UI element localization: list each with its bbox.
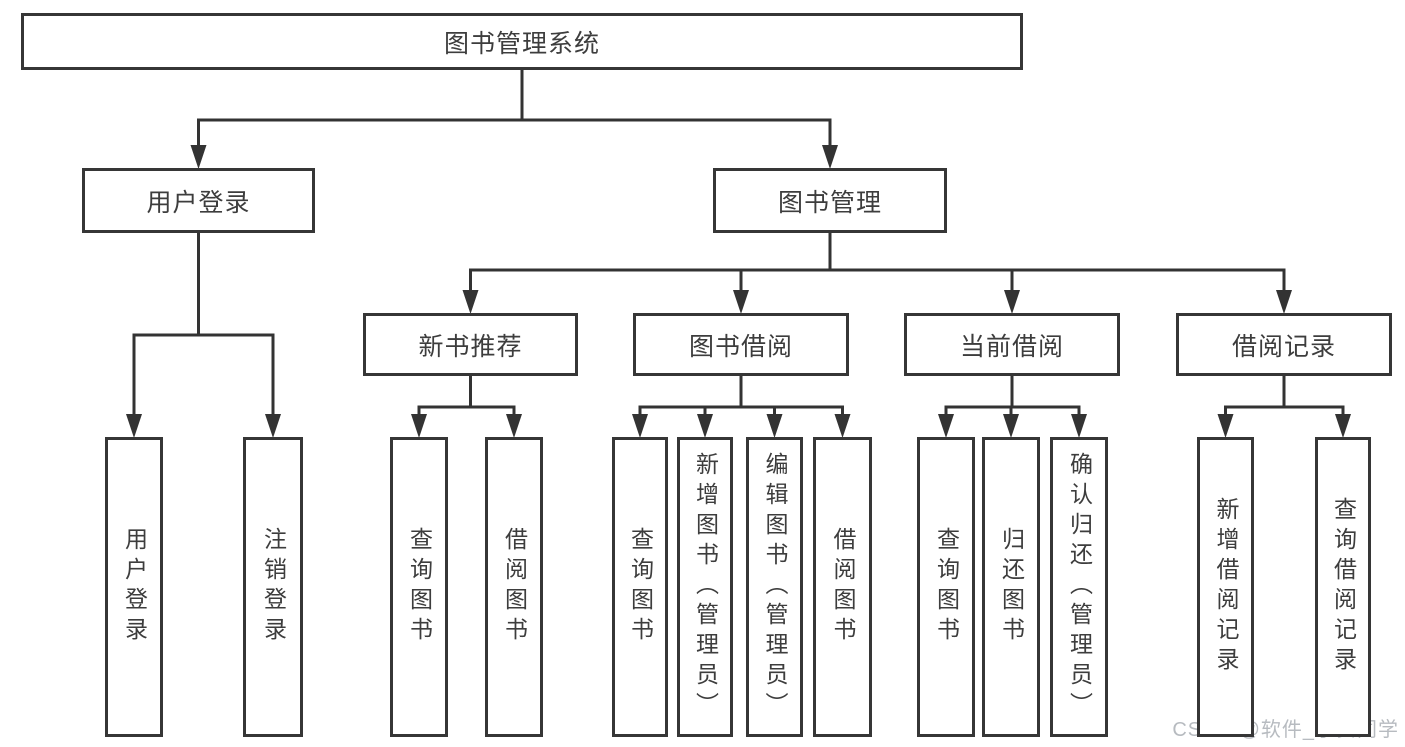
node-leaf-user-login-label: 用户登录 (121, 527, 148, 647)
node-new-book-rec: 新书推荐 (363, 313, 578, 376)
node-leaf-logout: 注销登录 (243, 437, 303, 737)
node-leaf-user-login: 用户登录 (105, 437, 163, 737)
node-cb-return-label: 归还图书 (998, 527, 1025, 647)
node-br-add-label: 新增借阅记录 (1213, 497, 1239, 677)
node-bb-query-label: 查询图书 (627, 527, 654, 647)
arrowhead-icon (697, 414, 713, 438)
node-nb-query-label: 查询图书 (406, 527, 433, 647)
arrowhead-icon (411, 414, 427, 438)
arrowhead-icon (506, 414, 522, 438)
node-bb-query: 查询图书 (612, 437, 668, 737)
arrowhead-icon (822, 145, 838, 169)
arrowhead-icon (938, 414, 954, 438)
arrowhead-icon (632, 414, 648, 438)
node-root-label: 图书管理系统 (443, 29, 600, 58)
arrowhead-icon (1004, 290, 1020, 314)
arrowhead-icon (190, 145, 207, 169)
node-current-borrow: 当前借阅 (904, 313, 1120, 376)
arrowhead-icon (265, 414, 281, 438)
node-book-borrow-label: 图书借阅 (688, 332, 793, 361)
node-leaf-logout-label: 注销登录 (260, 527, 287, 647)
node-nb-borrow: 借阅图书 (485, 437, 543, 737)
arrowhead-icon (766, 414, 783, 438)
node-current-borrow-label: 当前借阅 (959, 332, 1064, 361)
node-nb-borrow-label: 借阅图书 (501, 527, 528, 647)
node-book-borrow: 图书借阅 (633, 313, 849, 376)
node-cb-query: 查询图书 (917, 437, 975, 737)
node-borrow-records: 借阅记录 (1176, 313, 1392, 376)
node-root: 图书管理系统 (21, 13, 1023, 70)
arrowhead-icon (834, 414, 851, 438)
arrowhead-icon (1217, 414, 1234, 438)
arrowhead-icon (462, 290, 479, 314)
node-bb-borrow-label: 借阅图书 (830, 527, 856, 647)
node-cb-confirm: 确认归还（管理员） (1050, 437, 1108, 737)
arrowhead-icon (1335, 414, 1351, 438)
arrowhead-icon (1003, 414, 1019, 438)
arrowhead-icon (1071, 414, 1087, 438)
node-br-query: 查询借阅记录 (1315, 437, 1371, 737)
node-bb-add: 新增图书（管理员） (677, 437, 733, 737)
node-user-login: 用户登录 (82, 168, 315, 233)
node-nb-query: 查询图书 (390, 437, 448, 737)
node-user-login-label: 用户登录 (146, 188, 251, 217)
node-bb-edit: 编辑图书（管理员） (746, 437, 803, 737)
node-new-book-rec-label: 新书推荐 (418, 332, 523, 361)
node-br-query-label: 查询借阅记录 (1330, 497, 1357, 677)
arrowhead-icon (733, 290, 749, 314)
node-book-mgmt: 图书管理 (713, 168, 947, 233)
node-bb-borrow: 借阅图书 (813, 437, 872, 737)
node-cb-return: 归还图书 (982, 437, 1040, 737)
arrowhead-icon (126, 414, 142, 438)
node-book-mgmt-label: 图书管理 (777, 188, 882, 217)
arrowhead-icon (1276, 290, 1292, 314)
node-bb-edit-label: 编辑图书（管理员） (762, 452, 788, 722)
node-borrow-records-label: 借阅记录 (1231, 332, 1336, 361)
node-br-add: 新增借阅记录 (1197, 437, 1254, 737)
node-cb-query-label: 查询图书 (933, 527, 960, 647)
node-bb-add-label: 新增图书（管理员） (692, 452, 719, 722)
node-cb-confirm-label: 确认归还（管理员） (1066, 452, 1093, 722)
